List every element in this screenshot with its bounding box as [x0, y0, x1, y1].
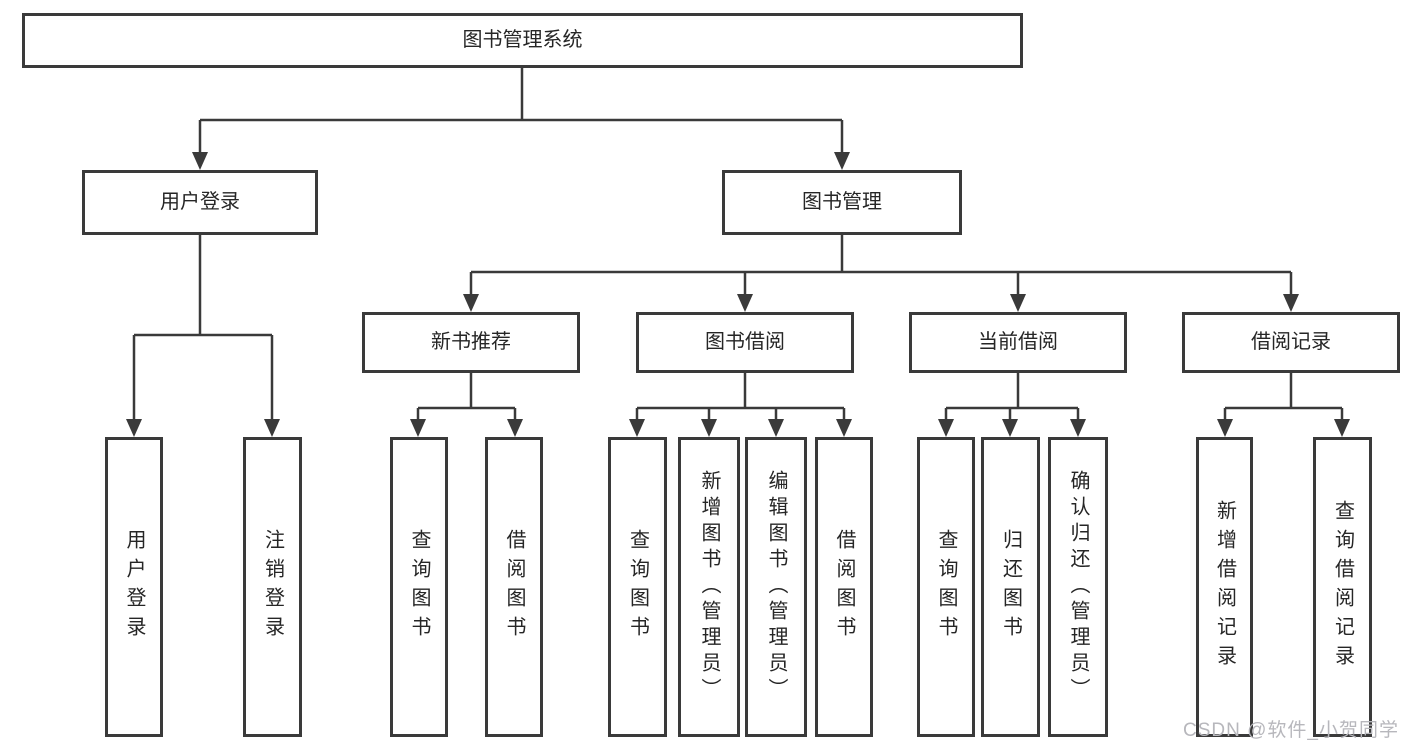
node-borrow-book-1: 借阅图书 — [485, 437, 543, 737]
node-user-login-leaf: 用户登录 — [105, 437, 163, 737]
node-new-book-recommend: 新书推荐 — [362, 312, 580, 373]
node-query-book-1: 查询图书 — [390, 437, 448, 737]
node-confirm-return-admin: 确认归还（管理员） — [1048, 437, 1108, 737]
node-borrow-book-2: 借阅图书 — [815, 437, 873, 737]
node-borrow-record: 借阅记录 — [1182, 312, 1400, 373]
node-query-book-2: 查询图书 — [608, 437, 667, 737]
node-root-library-system: 图书管理系统 — [22, 13, 1023, 68]
node-add-book-admin: 新增图书（管理员） — [678, 437, 740, 737]
node-book-borrow: 图书借阅 — [636, 312, 854, 373]
node-add-borrow-record: 新增借阅记录 — [1196, 437, 1253, 737]
node-user-login: 用户登录 — [82, 170, 318, 235]
node-book-management: 图书管理 — [722, 170, 962, 235]
csdn-watermark: CSDN @软件_小贺同学 — [1183, 720, 1399, 741]
node-query-book-3: 查询图书 — [917, 437, 975, 737]
node-edit-book-admin: 编辑图书（管理员） — [745, 437, 807, 737]
node-current-borrow: 当前借阅 — [909, 312, 1127, 373]
node-query-borrow-record: 查询借阅记录 — [1313, 437, 1372, 737]
node-return-book: 归还图书 — [981, 437, 1040, 737]
node-logout-leaf: 注销登录 — [243, 437, 302, 737]
